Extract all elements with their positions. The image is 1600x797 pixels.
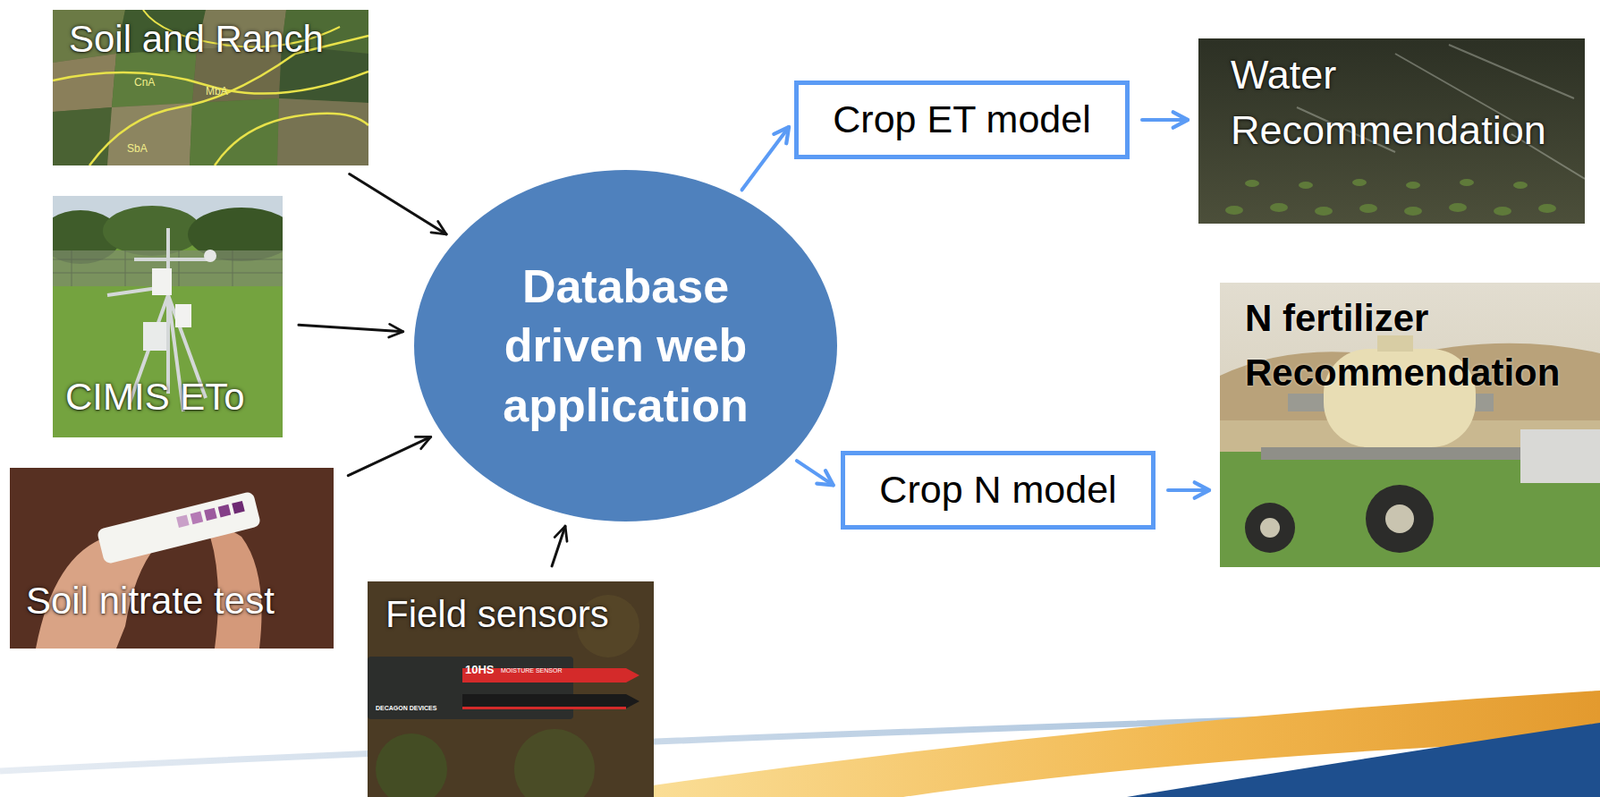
output-arrow <box>1168 488 1210 492</box>
cimis-panel: CIMIS ETo <box>52 195 283 438</box>
ellipse-fill <box>414 169 838 522</box>
sensor-type-label: MOISTURE SENSOR <box>500 667 562 675</box>
output-arrow <box>742 126 789 190</box>
ellipse-label: Database driven web application <box>478 256 774 434</box>
model-label: Crop N model <box>879 466 1117 514</box>
input-arrow <box>347 436 431 475</box>
panel-caption: CIMIS ETo <box>65 374 246 420</box>
moisture-sensor-picture <box>367 581 654 797</box>
panel-caption: Field sensors <box>385 592 610 637</box>
soil-unit-label: MbA <box>205 85 229 98</box>
n-fertilizer-panel: N fertilizer Recommendation <box>1219 282 1600 568</box>
panel-caption: Soil and Ranch <box>68 16 324 62</box>
nitrate-test-picture <box>9 467 334 649</box>
output-arrow <box>1142 118 1188 122</box>
soil-nitrate-panel: Soil nitrate test <box>9 467 334 649</box>
soil-unit-label: SbA <box>126 143 148 155</box>
input-arrow <box>349 174 447 235</box>
footer-swoosh <box>0 690 1600 797</box>
model-label: Crop ET model <box>832 96 1091 144</box>
sensor-brand-label: DECAGON DEVICES <box>375 704 437 712</box>
sprinkler-field-picture <box>1198 38 1585 224</box>
water-panel: Water Recommendation <box>1198 38 1585 224</box>
panel-caption: Soil nitrate test <box>25 578 275 624</box>
soil-map-picture <box>52 9 369 166</box>
output-arrow <box>796 460 834 485</box>
input-arrow <box>551 525 566 567</box>
soil-unit-label: CnA <box>134 76 155 89</box>
sensor-model-label: 10HS <box>465 663 495 677</box>
fertilizer-rig-picture <box>1219 282 1600 568</box>
panel-caption: Water Recommendation <box>1230 47 1571 159</box>
crop-n-box: Crop N model <box>840 450 1156 530</box>
crop-et-box: Crop ET model <box>794 80 1130 160</box>
panel-caption: N fertilizer Recommendation <box>1244 291 1590 401</box>
database-ellipse: Database driven web application <box>413 169 839 523</box>
field-sensors-panel: Field sensors <box>367 581 654 797</box>
input-arrow <box>298 324 404 331</box>
weather-station-picture <box>52 195 283 438</box>
